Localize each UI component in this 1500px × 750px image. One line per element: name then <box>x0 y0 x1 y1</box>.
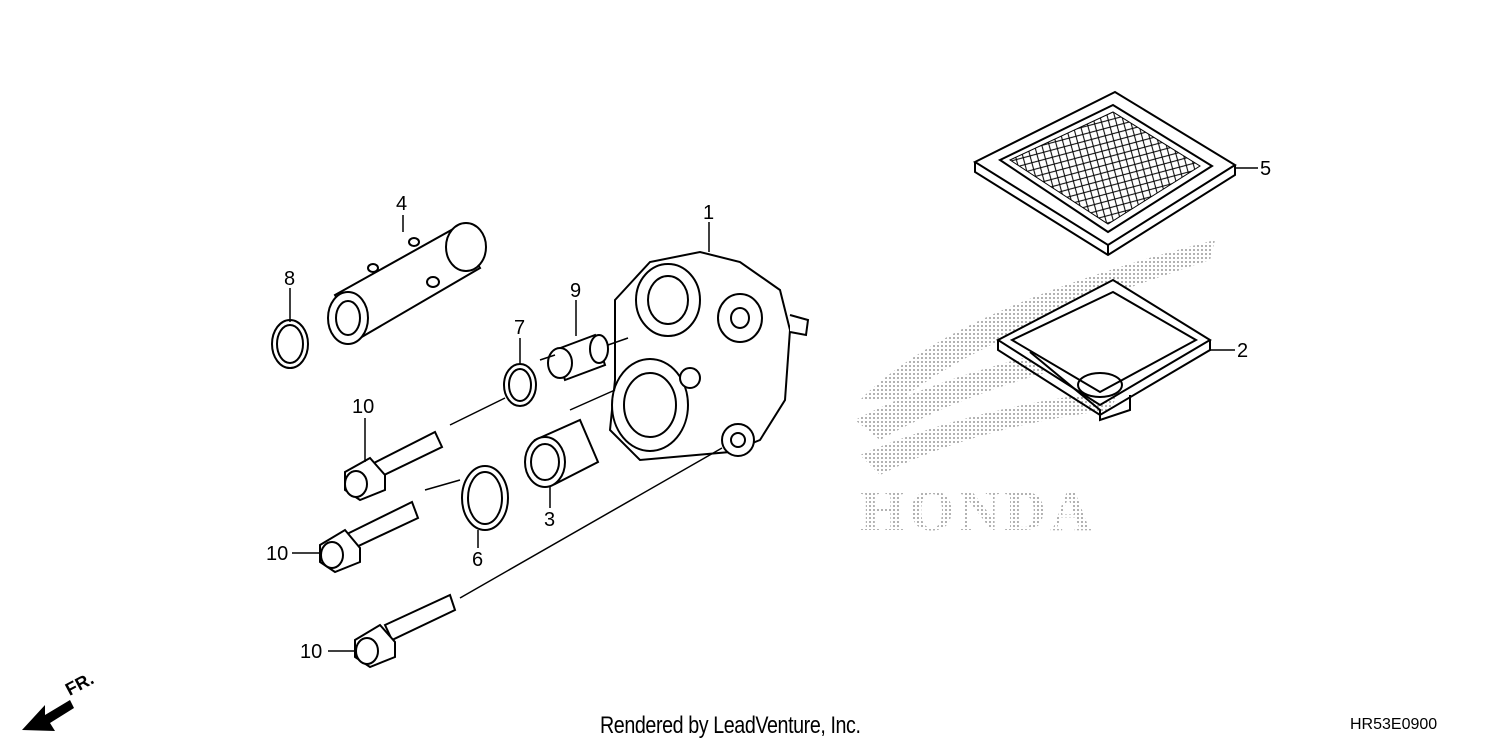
callout-9: 9 <box>570 280 581 302</box>
assembly-lines <box>424 337 723 599</box>
callout-6: 6 <box>472 549 483 571</box>
part-10-bolt-middle <box>319 500 420 574</box>
callout-5: 5 <box>1260 158 1271 180</box>
callout-8: 8 <box>284 268 295 290</box>
part-5-filter-element <box>972 90 1237 257</box>
leader-lines <box>289 167 1258 652</box>
diagram-code: HR53E0900 <box>1350 716 1438 733</box>
callout-7: 7 <box>514 317 525 339</box>
honda-logo-watermark: HONDA <box>855 240 1215 543</box>
part-9-dowel <box>547 333 609 382</box>
footer: Rendered by LeadVenture, Inc. HR53E0900 <box>0 708 1500 744</box>
part-10-bolt-upper <box>344 430 444 502</box>
callout-2: 2 <box>1237 340 1248 362</box>
part-3-collar <box>524 418 600 488</box>
callout-1: 1 <box>703 202 714 224</box>
honda-wordmark: HONDA <box>860 478 1096 543</box>
callout-10-upper: 10 <box>352 396 374 418</box>
render-credit: Rendered by LeadVenture, Inc. <box>600 712 861 739</box>
part-7-o-ring <box>503 363 537 407</box>
callout-labels: 4 1 8 7 9 5 2 10 10 10 6 3 <box>266 158 1271 663</box>
part-2-filter-tray <box>996 278 1212 422</box>
callout-10-lower: 10 <box>300 641 322 663</box>
front-direction-arrow-icon <box>22 700 74 731</box>
part-10-bolt-lower <box>354 593 457 669</box>
callout-4: 4 <box>396 193 407 215</box>
part-8-o-ring <box>271 319 309 369</box>
part-6-o-ring <box>461 465 509 531</box>
part-4-valve <box>327 222 487 345</box>
callout-10-middle: 10 <box>266 543 288 565</box>
callout-3: 3 <box>544 509 555 531</box>
part-1-pump-body <box>608 250 810 462</box>
